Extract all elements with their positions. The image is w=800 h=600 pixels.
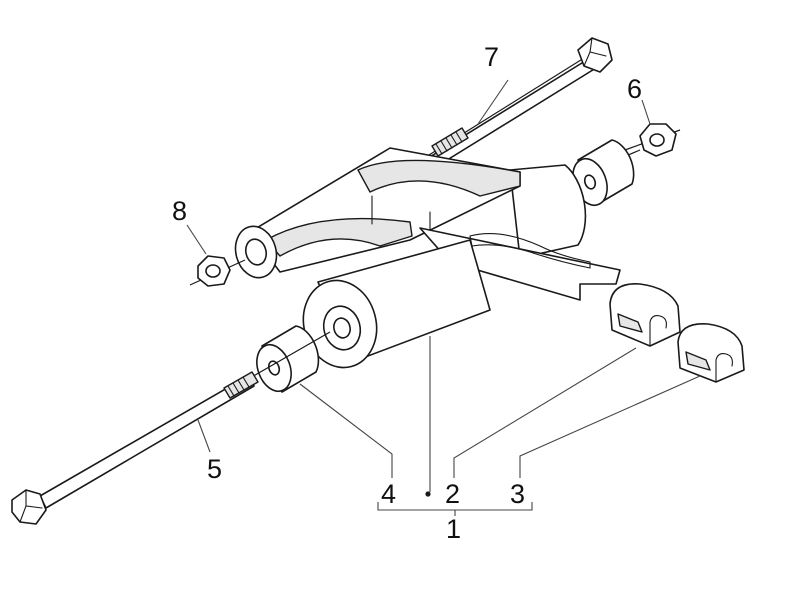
callout-numbers: 7 6 8 5 4 2 3 1	[172, 42, 642, 544]
upper-bolt	[404, 37, 613, 179]
callout-2: 2	[445, 479, 460, 509]
rubber-half-bushing-2	[677, 323, 745, 383]
callout-4: 4	[381, 479, 396, 509]
lower-bushing	[256, 325, 320, 393]
rubber-half-bushing-1	[609, 283, 681, 347]
assembly-dot	[425, 491, 431, 497]
callout-5: 5	[207, 454, 222, 484]
lower-bolt	[11, 331, 331, 525]
callout-7: 7	[484, 42, 499, 72]
callout-1: 1	[446, 514, 461, 544]
callout-3: 3	[510, 479, 525, 509]
swing-arm-body	[234, 147, 621, 369]
upper-bushing	[564, 139, 641, 207]
left-nut	[189, 255, 246, 287]
callout-8: 8	[172, 196, 187, 226]
leader-lines	[186, 79, 701, 516]
upper-nut	[624, 123, 681, 157]
callout-6: 6	[627, 74, 642, 104]
